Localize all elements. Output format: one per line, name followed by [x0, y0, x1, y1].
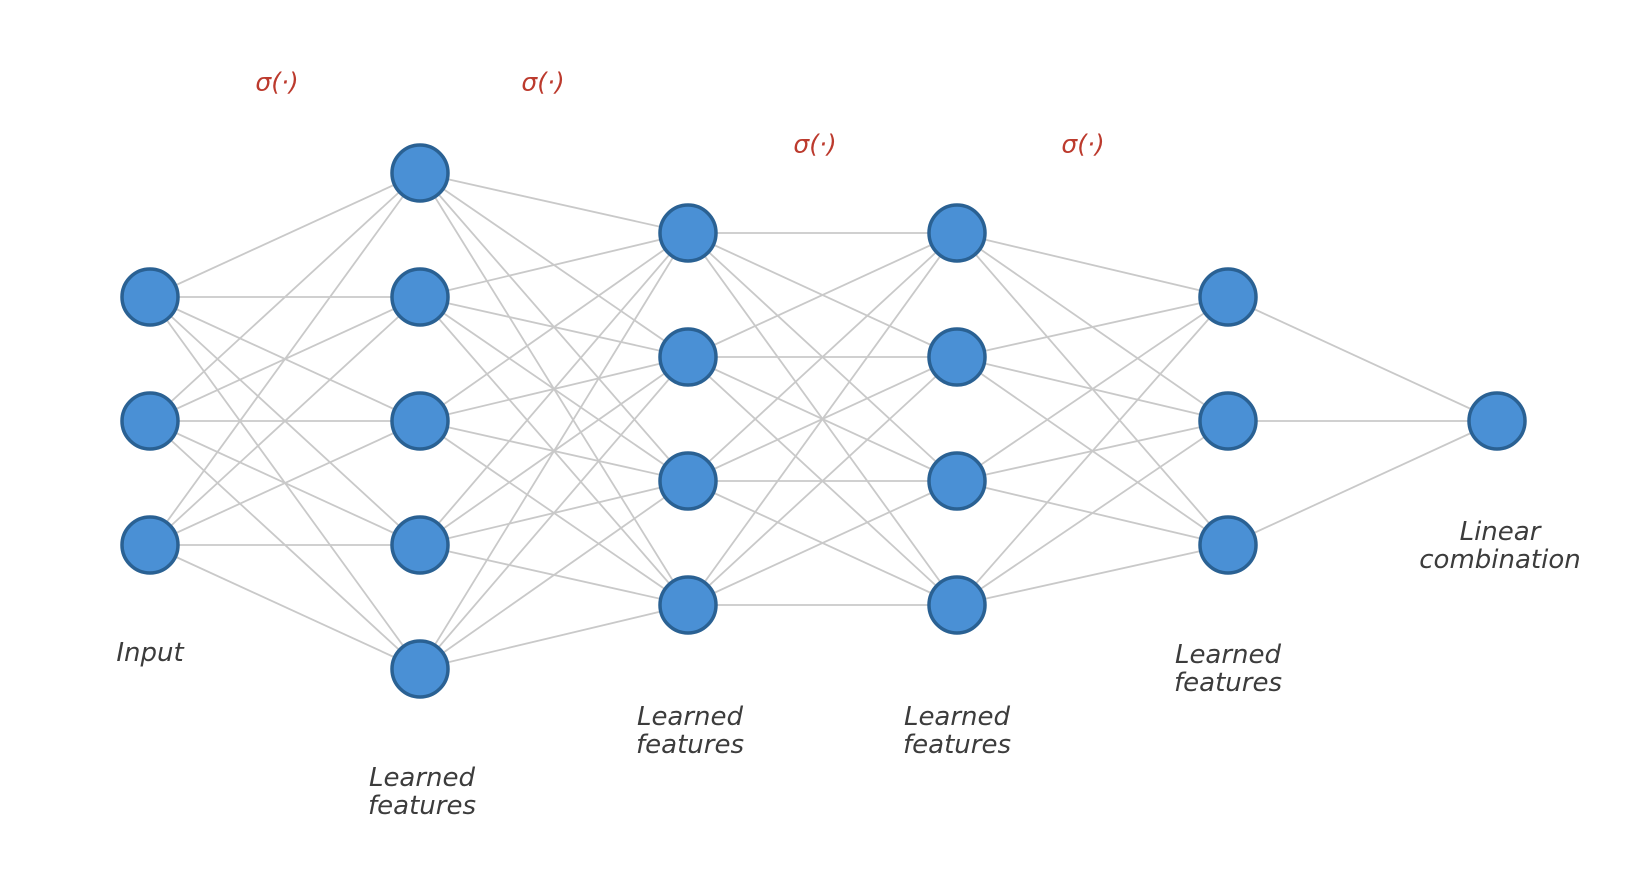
neuron-hidden-3-3 [927, 451, 987, 511]
edge-hidden-4-1-to-output-1 [1227, 296, 1498, 422]
edge-input-2-to-hidden-1-1 [149, 172, 421, 422]
neuron-hidden-3-1 [927, 203, 987, 263]
edge-hidden-1-2-to-hidden-2-1 [419, 232, 689, 298]
neuron-hidden-2-3 [658, 451, 718, 511]
activation-sigma-1: σ(·) [255, 68, 298, 97]
neuron-output-1 [1467, 391, 1527, 451]
edge-hidden-3-2-to-hidden-4-1 [956, 296, 1229, 358]
edge-hidden-1-4-to-hidden-2-1 [419, 232, 689, 546]
edge-hidden-1-5-to-hidden-2-4 [419, 604, 689, 670]
output-label-line-2: combination [1419, 545, 1580, 575]
output-label-line-1: Linear [1460, 517, 1543, 547]
edge-hidden-1-1-to-hidden-2-1 [419, 172, 689, 234]
edge-hidden-1-5-to-hidden-2-2 [419, 356, 689, 670]
hidden-4-label-line-1: Learned [1175, 640, 1282, 670]
edge-input-3-to-hidden-1-1 [149, 172, 421, 546]
neuron-hidden-4-1 [1198, 267, 1258, 327]
edge-hidden-3-3-to-hidden-4-1 [956, 296, 1229, 482]
neuron-input-3 [120, 515, 180, 575]
edge-hidden-1-3-to-hidden-2-1 [419, 232, 689, 422]
neuron-hidden-3-2 [927, 327, 987, 387]
neuron-hidden-1-4 [390, 515, 450, 575]
edge-hidden-2-4-to-hidden-3-2 [687, 356, 958, 606]
hidden-1-label-line-1: Learned [369, 763, 476, 793]
edge-hidden-2-4-to-hidden-3-3 [687, 480, 958, 606]
neuron-hidden-3-4 [927, 575, 987, 635]
edge-hidden-2-4-to-hidden-3-1 [687, 232, 958, 606]
neuron-hidden-4-2 [1198, 391, 1258, 451]
edge-hidden-3-4-to-hidden-4-1 [956, 296, 1229, 606]
hidden-3-label-line-2: features [903, 730, 1011, 760]
activation-sigma-2: σ(·) [521, 68, 564, 97]
edge-hidden-4-3-to-output-1 [1227, 420, 1498, 546]
activation-sigma-4: σ(·) [1061, 130, 1104, 159]
activation-sigma-3: σ(·) [793, 130, 836, 159]
hidden-2-label-line-2: features [636, 730, 744, 760]
neuron-hidden-2-2 [658, 327, 718, 387]
input-label-line-1: Input [116, 638, 184, 668]
neuron-input-2 [120, 391, 180, 451]
hidden-3-label-line-1: Learned [904, 702, 1011, 732]
edge-hidden-1-5-to-hidden-2-1 [419, 232, 689, 670]
edge-hidden-2-3-to-hidden-3-1 [687, 232, 958, 482]
edge-input-3-to-hidden-1-2 [149, 296, 421, 546]
neuron-hidden-2-4 [658, 575, 718, 635]
neuron-hidden-1-1 [390, 143, 450, 203]
neuron-hidden-4-3 [1198, 515, 1258, 575]
edge-hidden-3-4-to-hidden-4-2 [956, 420, 1229, 606]
neuron-hidden-2-1 [658, 203, 718, 263]
neuron-hidden-1-3 [390, 391, 450, 451]
edges-group [149, 172, 1498, 670]
edge-hidden-1-5-to-hidden-2-3 [419, 480, 689, 670]
neuron-input-1 [120, 267, 180, 327]
edge-input-3-to-hidden-1-3 [149, 420, 421, 546]
edge-input-3-to-hidden-1-5 [149, 544, 421, 670]
neuron-hidden-1-2 [390, 267, 450, 327]
hidden-2-label-line-1: Learned [637, 702, 744, 732]
edge-hidden-3-4-to-hidden-4-3 [956, 544, 1229, 606]
neuron-hidden-1-5 [390, 639, 450, 699]
hidden-4-label-line-2: features [1174, 668, 1282, 698]
edge-hidden-3-1-to-hidden-4-1 [956, 232, 1229, 298]
edge-hidden-2-2-to-hidden-3-1 [687, 232, 958, 358]
edge-input-1-to-hidden-1-1 [149, 172, 421, 298]
hidden-1-label-line-2: features [368, 791, 476, 821]
